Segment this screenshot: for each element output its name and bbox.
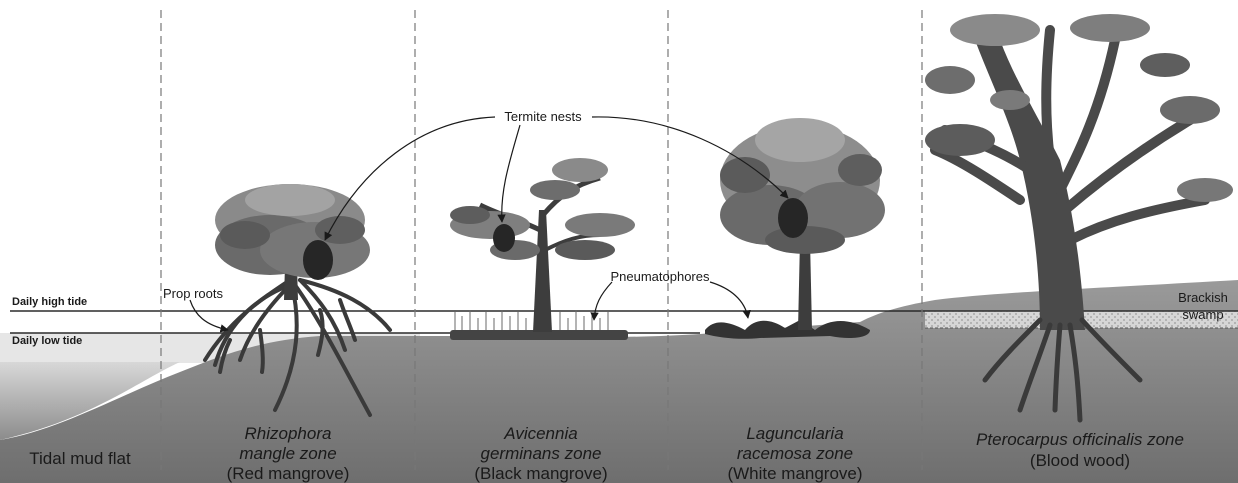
brackish-label-line2: swamp bbox=[1182, 307, 1223, 322]
brackish-label-line1: Brackish bbox=[1178, 290, 1228, 305]
high-tide-label: Daily high tide bbox=[12, 296, 87, 308]
zone-red-name-line2: mangle zone bbox=[239, 444, 336, 463]
white-mangrove-pneumatophores bbox=[705, 320, 870, 339]
zone-mudflat-label: Tidal mud flat bbox=[29, 449, 131, 468]
termite-nests-label: Termite nests bbox=[504, 109, 582, 124]
zone-black-common: (Black mangrove) bbox=[474, 464, 607, 483]
zone-black-name-line1: Avicennia bbox=[503, 424, 577, 443]
termite-nest-black bbox=[493, 224, 515, 252]
zone-white-name-line2: racemosa zone bbox=[737, 444, 853, 463]
zone-black-name-line2: germinans zone bbox=[481, 444, 602, 463]
prop-roots-label: Prop roots bbox=[163, 286, 223, 301]
termite-nest-white bbox=[778, 198, 808, 238]
prop-roots-arrow bbox=[190, 300, 228, 330]
zone-white-name-line1: Laguncularia bbox=[746, 424, 843, 443]
zone-bloodwood-common: (Blood wood) bbox=[1030, 451, 1130, 470]
zone-red-name-line1: Rhizophora bbox=[245, 424, 332, 443]
zone-red-common: (Red mangrove) bbox=[227, 464, 350, 483]
zone-white-common: (White mangrove) bbox=[727, 464, 862, 483]
black-mangrove-tree bbox=[450, 158, 635, 340]
white-mangrove-canopy bbox=[720, 118, 885, 254]
termite-nest-red bbox=[303, 240, 333, 280]
pneumatophores-label: Pneumatophores bbox=[610, 269, 710, 284]
low-tide-label: Daily low tide bbox=[12, 335, 82, 347]
white-mangrove-tree bbox=[705, 118, 885, 339]
termite-nest-arrows bbox=[325, 117, 788, 240]
red-mangrove-canopy bbox=[215, 184, 370, 278]
zone-bloodwood-name: Pterocarpus officinalis zone bbox=[976, 430, 1184, 449]
pneumatophore-spikes bbox=[455, 310, 608, 330]
pneumatophores-arrows bbox=[594, 282, 748, 320]
